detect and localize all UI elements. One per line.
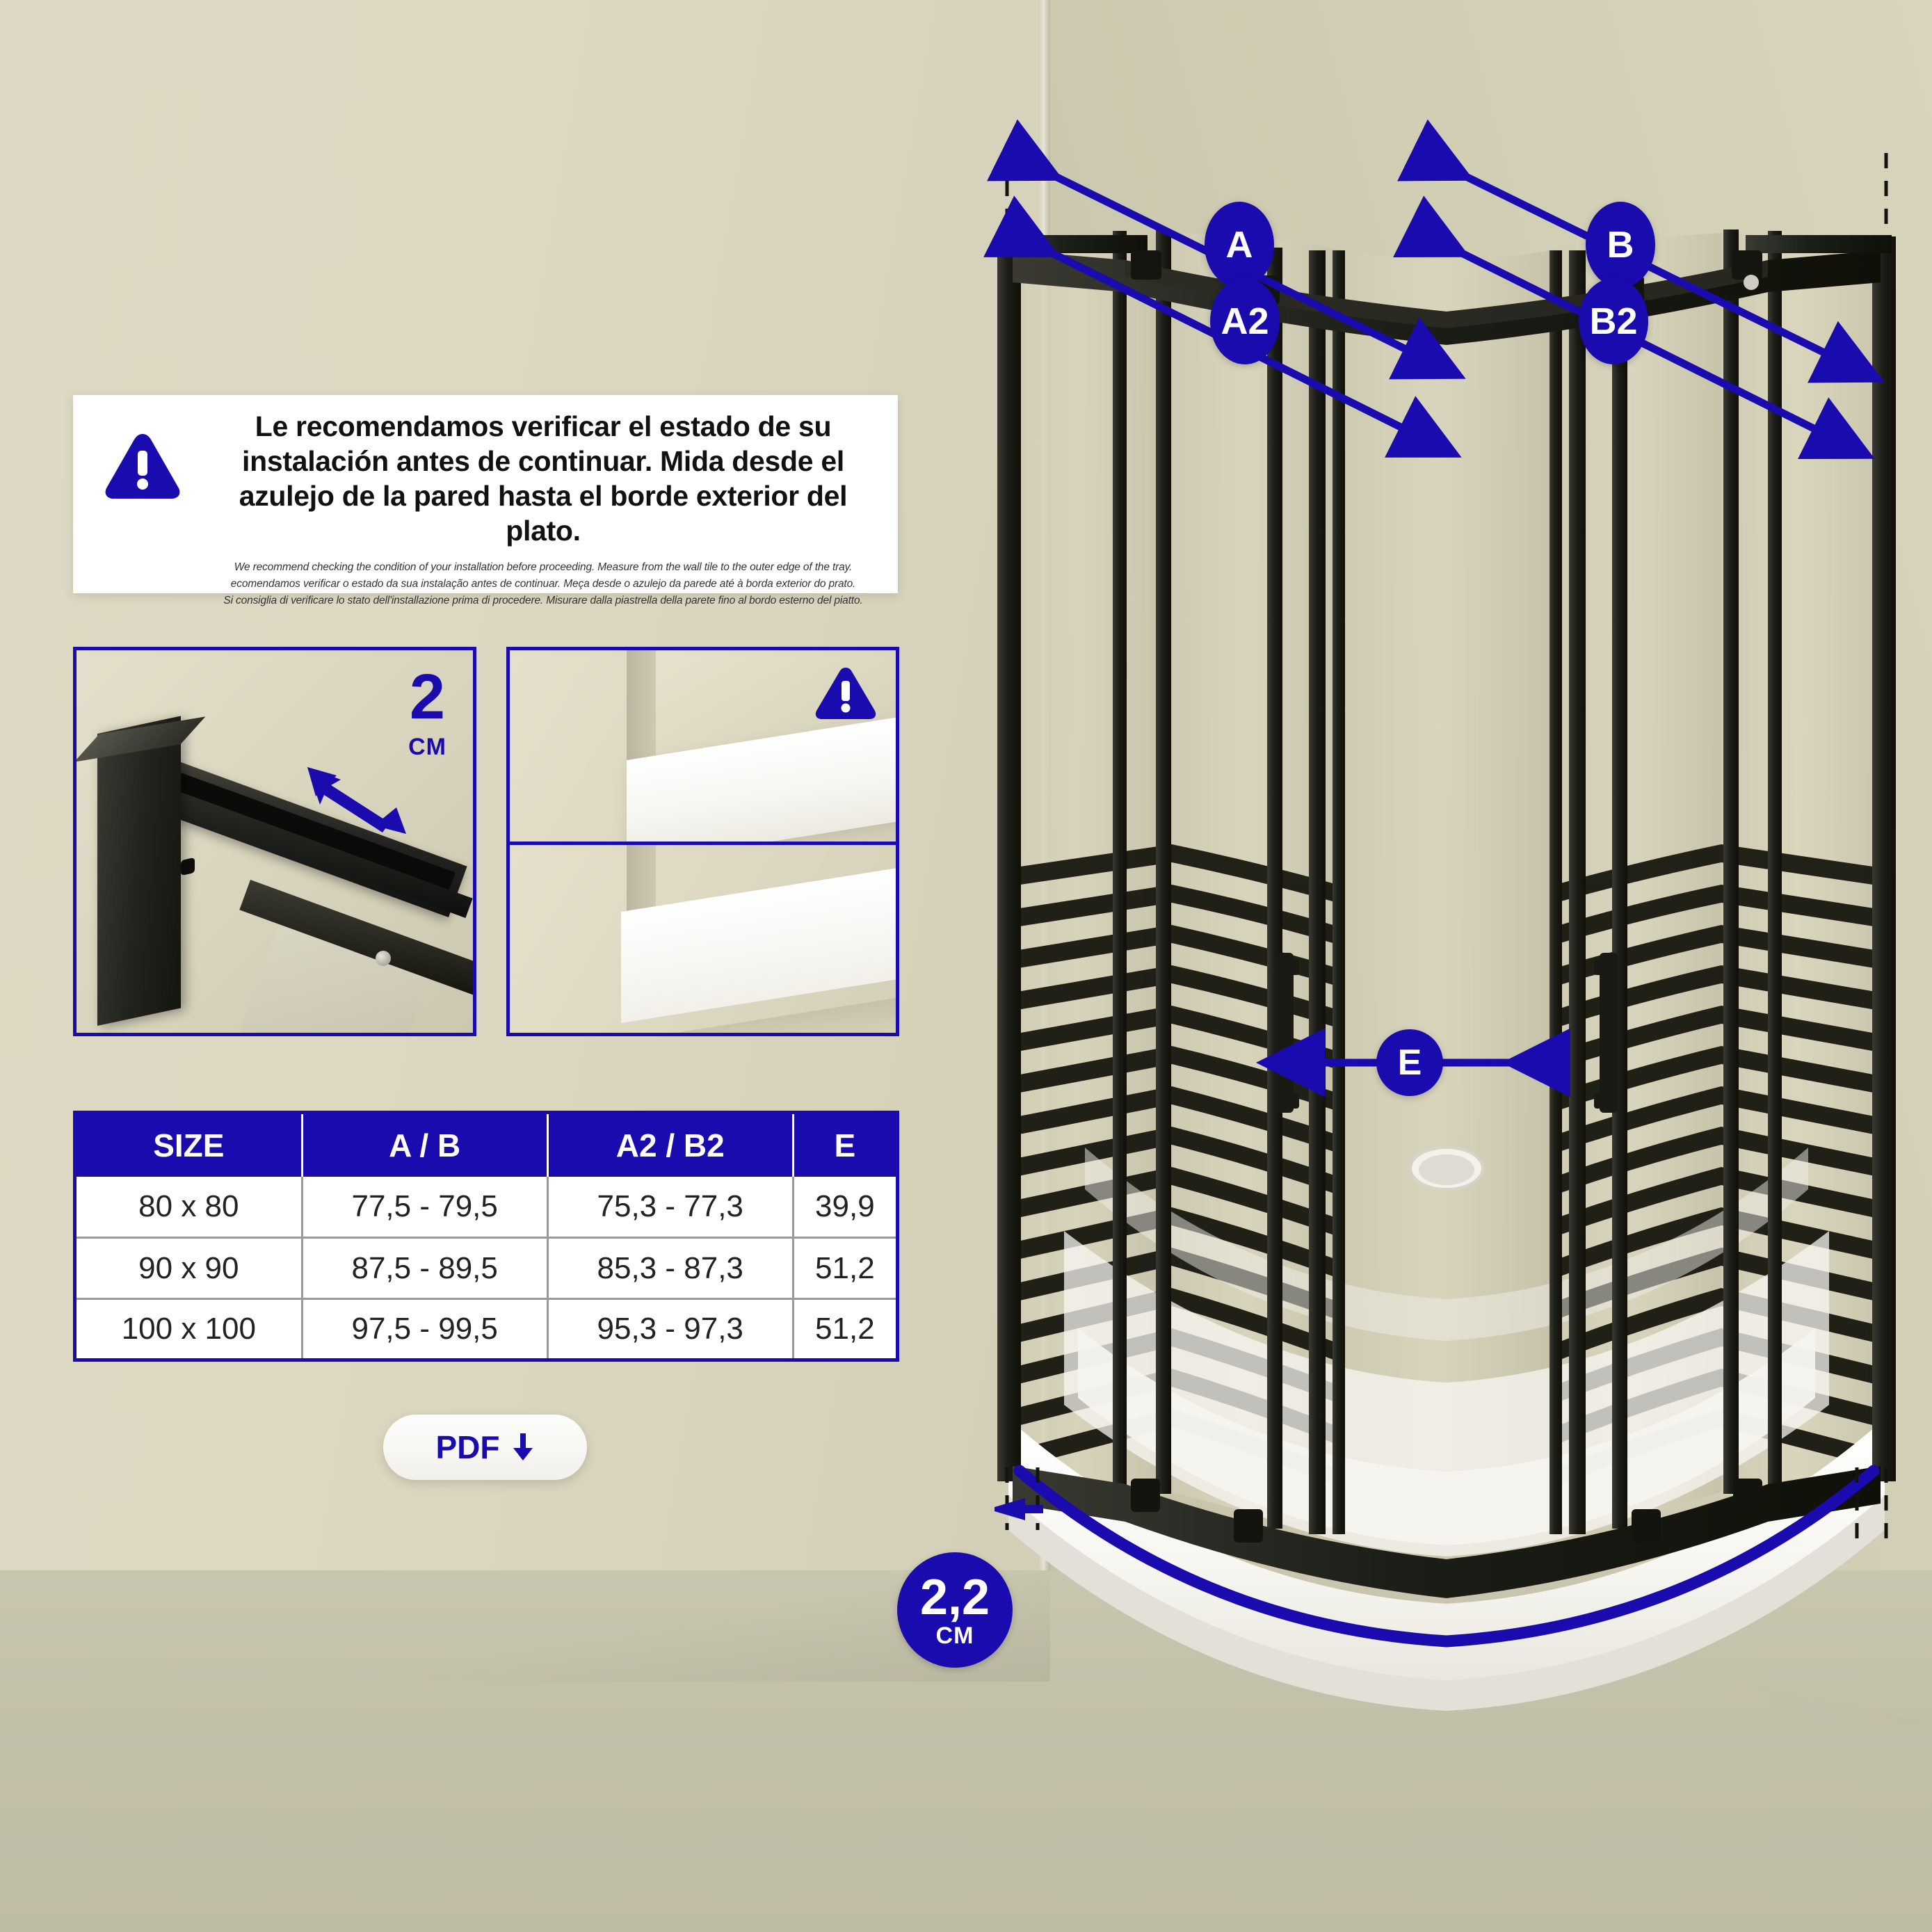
clearance-unit: CM [408, 734, 446, 760]
dimension-badge-B2: B2 [1579, 278, 1648, 364]
tray-edge-highlight [1013, 1465, 1880, 1648]
photo-wall-column [627, 650, 656, 768]
profile-vertical-post [97, 716, 181, 1026]
clearance-value: 2 [409, 661, 445, 732]
door-handle-right [1594, 953, 1618, 1113]
shower-tray [1008, 1146, 1885, 1711]
col-header-a2b2: A2 / B2 [547, 1112, 794, 1177]
download-arrow-icon [513, 1433, 533, 1460]
table-row: 100 x 100 97,5 - 99,5 95,3 - 97,3 51,2 [74, 1298, 898, 1360]
cell-ab: 77,5 - 79,5 [302, 1176, 549, 1238]
cell-size: 90 x 90 [74, 1237, 303, 1299]
warning-text-block: Le recomendamos verificar el estado de s… [212, 395, 898, 609]
cell-a2b2: 95,3 - 97,3 [547, 1298, 794, 1360]
cell-e: 39,9 [815, 1189, 875, 1223]
table-row: 90 x 90 87,5 - 89,5 85,3 - 87,3 51,2 [74, 1237, 898, 1299]
cell-e: 51,2 [793, 1237, 898, 1299]
cell-size: 100 x 100 [74, 1298, 303, 1360]
installation-warning-banner: Le recomendamos verificar el estado de s… [73, 395, 898, 606]
dimension-badge-A: A [1205, 202, 1274, 288]
bottom-rail [1013, 1466, 1881, 1598]
warning-triangle-icon [105, 434, 180, 499]
tray-height-badge: 2,2 CM [897, 1552, 1013, 1668]
badge-label-B: B [1607, 224, 1634, 266]
tray-wall-edge-panel [506, 647, 899, 1036]
badge-label-A2: A2 [1221, 300, 1269, 342]
badge-label-E: E [1397, 1043, 1422, 1083]
profile-screw [376, 951, 391, 966]
profile-clearance-panel: 2 CM [73, 647, 476, 1036]
warning-icon-wrap [73, 395, 212, 501]
shower-enclosure-illustration [995, 146, 1899, 1780]
cell-ab: 97,5 - 99,5 [302, 1298, 549, 1360]
table-row: 80 x 80 77,5 - 79,5 75,3 - 77,3 39,9 [74, 1176, 898, 1238]
dimension-badge-E: E [1376, 1029, 1443, 1096]
size-reference-table: SIZE A / B A2 / B2 E 80 x 80 77,5 - 79,5… [73, 1111, 899, 1362]
tray-height-unit: CM [935, 1623, 974, 1649]
tray-height-value: 2,2 [919, 1570, 990, 1625]
warning-translation-en: We recommend checking the condition of y… [234, 561, 853, 574]
bottom-rollers [1131, 1479, 1762, 1543]
col-header-size: SIZE [74, 1112, 303, 1177]
double-arrow-diagonal-icon [307, 767, 406, 834]
col-header-ab: A / B [302, 1112, 549, 1177]
cell-size: 80 x 80 [74, 1176, 303, 1238]
col-header-e: E [793, 1112, 898, 1177]
tray-edge-photo-top [510, 650, 896, 842]
warning-translation-pt: ecomendamos verificar o estado da sua in… [230, 578, 856, 590]
warning-translation-it: Si consiglia di verificare lo stato dell… [223, 595, 863, 607]
tray-height-arrow [995, 1498, 1043, 1520]
dimension-badge-B: B [1586, 202, 1655, 288]
cell-a2b2: 85,3 - 87,3 [547, 1237, 794, 1299]
tray-edge-photo-bottom [510, 842, 896, 1033]
cell-a2b2: 75,3 - 77,3 [547, 1176, 794, 1238]
enclosure-svg [995, 153, 1896, 1711]
warning-translations: We recommend checking the condition of y… [212, 559, 874, 609]
pdf-download-button[interactable]: PDF [383, 1415, 587, 1480]
dimension-extension-lines [1005, 153, 1888, 1551]
warning-triangle-icon [815, 668, 876, 719]
table-header-row: SIZE A / B A2 / B2 E [74, 1112, 898, 1177]
dimension-badge-A2: A2 [1210, 278, 1280, 364]
cell-ab: 87,5 - 89,5 [302, 1237, 549, 1299]
badge-label-A: A [1225, 224, 1253, 266]
warning-headline: Le recomendamos verificar el estado de s… [239, 410, 848, 547]
badge-label-B2: B2 [1589, 300, 1638, 342]
pdf-button-label: PDF [435, 1429, 500, 1465]
cell-e: 51,2 [793, 1298, 898, 1360]
